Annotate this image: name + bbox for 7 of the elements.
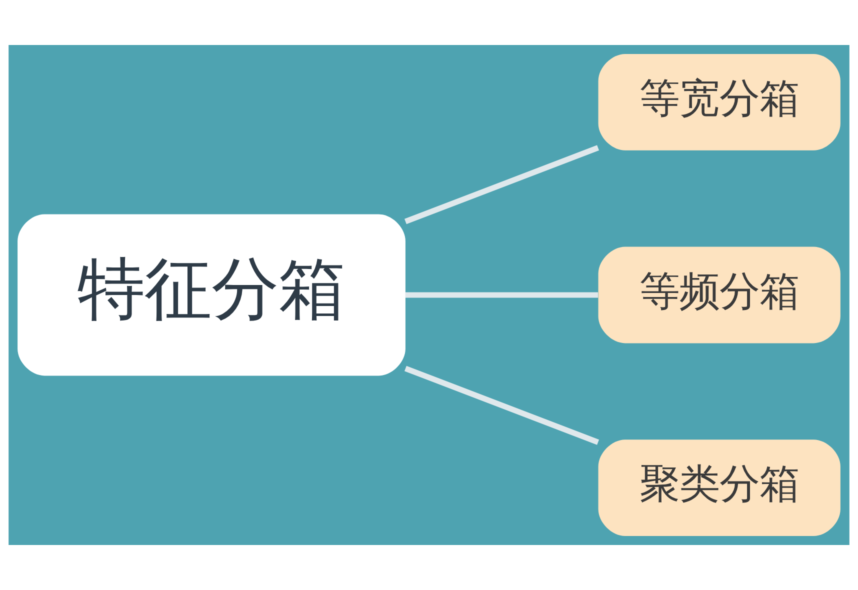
node-box: 聚类分箱 [598,440,840,536]
connector [404,366,600,445]
node-box: 等频分箱 [598,246,840,344]
node-box: 特征分箱 [18,214,406,376]
connector [404,145,600,224]
node-box: 等宽分箱 [598,54,840,150]
connector [405,292,598,298]
